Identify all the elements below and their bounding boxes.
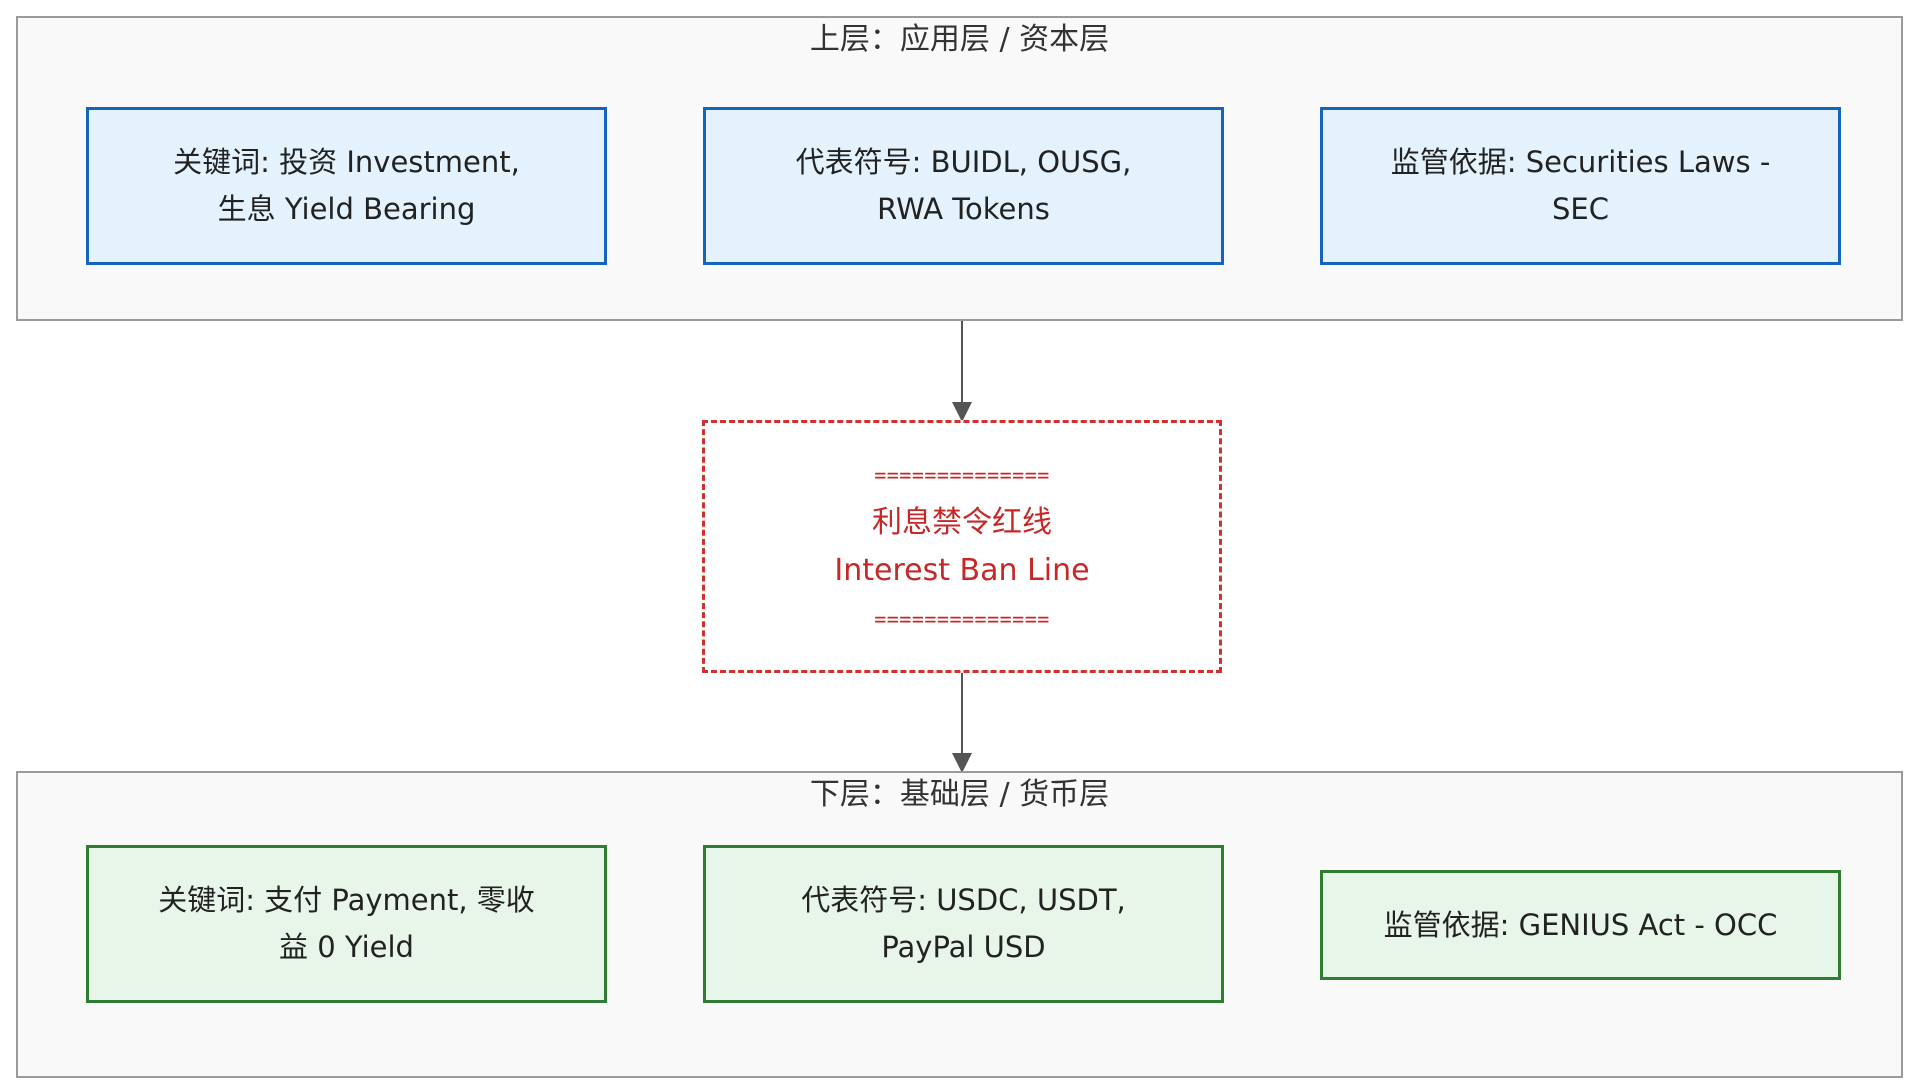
upper-regulation-line1: 监管依据: Securities Laws - <box>1390 145 1771 179</box>
interest-ban-line-node[interactable]: ============== 利息禁令红线 Interest Ban Line … <box>702 420 1222 673</box>
upper-symbols-line2: RWA Tokens <box>877 192 1050 226</box>
lower-regulation-node[interactable]: 监管依据: GENIUS Act - OCC <box>1320 870 1841 980</box>
lower-keywords-node[interactable]: 关键词: 支付 Payment, 零收 益 0 Yield <box>86 845 607 1003</box>
upper-keywords-line2: 生息 Yield Bearing <box>217 192 476 226</box>
lower-layer-group: 下层：基础层 / 货币层 关键词: 支付 Payment, 零收 益 0 Yie… <box>16 771 1903 1078</box>
ban-title-cn: 利息禁令红线 <box>872 504 1052 540</box>
upper-layer-group: 上层：应用层 / 资本层 关键词: 投资 Investment, 生息 Yiel… <box>16 16 1903 321</box>
lower-symbols-line2: PayPal USD <box>881 930 1046 964</box>
lower-keywords-line2: 益 0 Yield <box>279 930 414 964</box>
lower-layer-title: 下层：基础层 / 货币层 <box>809 777 1110 812</box>
lower-symbols-line1: 代表符号: USDC, USDT, <box>801 883 1126 917</box>
lower-regulation-line1: 监管依据: GENIUS Act - OCC <box>1383 907 1778 942</box>
upper-symbols-line1: 代表符号: BUIDL, OUSG, <box>795 145 1132 179</box>
upper-regulation-node[interactable]: 监管依据: Securities Laws - SEC <box>1320 107 1841 265</box>
ban-separator-bottom: ============== <box>874 606 1050 631</box>
lower-symbols-node[interactable]: 代表符号: USDC, USDT, PayPal USD <box>703 845 1224 1003</box>
upper-keywords-line1: 关键词: 投资 Investment, <box>173 145 520 179</box>
ban-title-en: Interest Ban Line <box>834 552 1090 588</box>
upper-regulation-line2: SEC <box>1552 192 1609 226</box>
upper-keywords-node[interactable]: 关键词: 投资 Investment, 生息 Yield Bearing <box>86 107 607 265</box>
upper-layer-title: 上层：应用层 / 资本层 <box>809 22 1110 57</box>
lower-keywords-line1: 关键词: 支付 Payment, 零收 <box>158 883 535 917</box>
upper-symbols-node[interactable]: 代表符号: BUIDL, OUSG, RWA Tokens <box>703 107 1224 265</box>
ban-separator-top: ============== <box>874 462 1050 487</box>
